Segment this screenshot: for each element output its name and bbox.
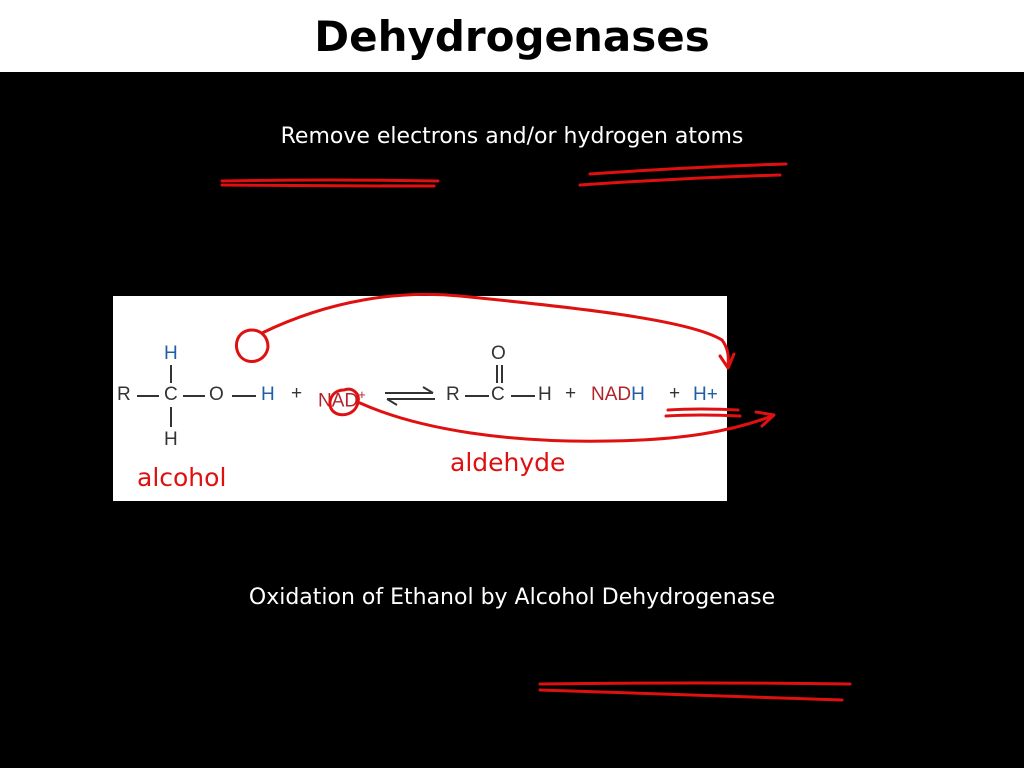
product-o-top: O	[491, 343, 506, 364]
reactant-h-bottom: H	[164, 429, 178, 450]
underline-caption-2	[538, 688, 844, 702]
reactant-r: R	[117, 384, 131, 405]
bond-r-c-product	[465, 395, 489, 397]
plus-sign-1: +	[291, 383, 303, 404]
reactant-o: O	[209, 384, 224, 405]
product-c: C	[491, 384, 505, 405]
underline-hydrogen-2	[578, 173, 782, 187]
underline-remove-1	[220, 178, 440, 183]
reactant-h-oh: H	[261, 384, 275, 405]
bond-o-h	[232, 395, 256, 397]
double-bond-1	[496, 365, 498, 383]
underline-hydrogen-1	[588, 162, 788, 176]
bond-c-h-product	[511, 395, 535, 397]
arrowhead-nadh	[754, 410, 776, 428]
bond-c-h-top	[170, 365, 172, 383]
nad-plus: NAD+	[318, 385, 366, 411]
forward-arrow-barb	[422, 386, 434, 394]
slide-subtitle: Remove electrons and/or hydrogen atoms	[280, 124, 744, 149]
reactant-c: C	[164, 384, 178, 405]
slide-caption: Oxidation of Ethanol by Alcohol Dehydrog…	[248, 585, 776, 610]
plus-sign-2: +	[565, 383, 577, 404]
proton: H+	[693, 384, 718, 405]
alcohol-label: alcohol	[137, 463, 227, 492]
bond-r-c	[137, 395, 159, 397]
plus-sign-3: +	[669, 383, 681, 404]
nadh: NADH	[591, 385, 645, 405]
equilibrium-arrow	[385, 386, 435, 406]
nadh-label: NAD	[591, 384, 632, 405]
product-r: R	[446, 384, 460, 405]
nad-plus-label: NAD	[318, 390, 359, 412]
reactant-h-top: H	[164, 343, 178, 364]
nadh-h: H	[631, 384, 645, 405]
product-h: H	[538, 384, 552, 405]
double-bond-2	[501, 365, 503, 383]
aldehyde-label: aldehyde	[450, 448, 566, 477]
nad-plus-charge: +	[358, 387, 366, 402]
title-bar: Dehydrogenases	[0, 0, 1024, 72]
underline-remove-2	[220, 183, 436, 188]
bond-c-h-bottom	[170, 407, 172, 427]
underline-caption-1	[538, 681, 852, 686]
slide-title: Dehydrogenases	[314, 12, 710, 61]
bond-c-o	[183, 395, 205, 397]
